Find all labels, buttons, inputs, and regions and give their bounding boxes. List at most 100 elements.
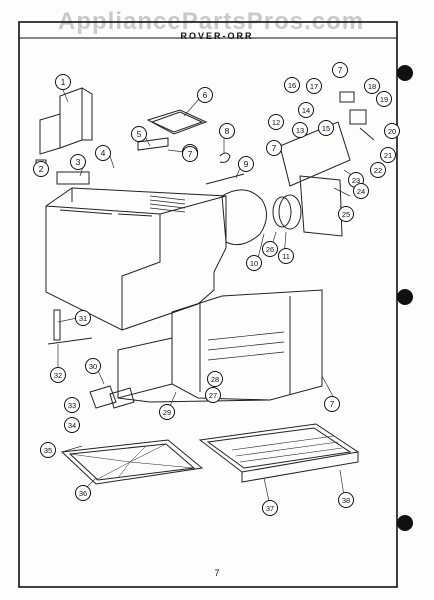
callout-label: 18 xyxy=(368,82,376,91)
callout-label: 13 xyxy=(296,126,304,135)
callout-label: 7 xyxy=(338,65,343,75)
callout-circle xyxy=(75,485,91,501)
callout-29: 29 xyxy=(159,404,175,420)
callout-circle xyxy=(207,371,223,387)
part-6-plate xyxy=(146,109,208,135)
part-33-fan-blade xyxy=(89,385,117,409)
callout-35: 35 xyxy=(40,442,56,458)
callout-6: 6 xyxy=(197,87,213,103)
callout-circle xyxy=(266,140,282,156)
callout-circle xyxy=(55,74,71,90)
callout-label: 12 xyxy=(272,118,280,127)
outer-frame xyxy=(18,21,398,588)
part-36-drip-tray xyxy=(60,439,204,485)
callout-label: 4 xyxy=(101,148,106,158)
callout-label: 34 xyxy=(68,421,76,430)
callout-circle xyxy=(131,126,147,142)
callout-37: 37 xyxy=(262,500,278,516)
callout-label: 28 xyxy=(211,375,219,384)
callout-circle xyxy=(338,492,354,508)
callout-circle xyxy=(33,161,49,177)
callout-20: 20 xyxy=(384,123,400,139)
part-9-rod xyxy=(205,173,245,185)
callout-label: 27 xyxy=(209,391,217,400)
callout-label: 37 xyxy=(266,504,274,513)
callout-label: 35 xyxy=(44,446,52,455)
callout-label: 32 xyxy=(54,371,62,380)
callout-label: 33 xyxy=(68,401,76,410)
callout-circle xyxy=(384,123,400,139)
callout-19: 19 xyxy=(376,91,392,107)
callout-circle xyxy=(64,397,80,413)
callout-circle xyxy=(298,102,314,118)
callout-label: 22 xyxy=(374,166,382,175)
callout-7: 7 xyxy=(324,396,340,412)
callout-circle xyxy=(85,358,101,374)
part-37-broiler-pan xyxy=(198,423,360,473)
callout-circle xyxy=(353,183,369,199)
callout-label: 20 xyxy=(388,127,396,136)
callout-label: 2 xyxy=(39,164,44,174)
callout-circle xyxy=(318,120,334,136)
callout-circle xyxy=(268,114,284,130)
callout-28: 28 xyxy=(207,371,223,387)
part-25-motor-bracket xyxy=(299,175,343,237)
binder-hole-middle xyxy=(397,289,413,305)
callout-17: 17 xyxy=(306,78,322,94)
callout-circle xyxy=(284,77,300,93)
part-3-terminal xyxy=(56,171,90,185)
callout-16: 16 xyxy=(284,77,300,93)
callout-38: 38 xyxy=(338,492,354,508)
callout-label: 26 xyxy=(266,245,274,254)
callout-label: 19 xyxy=(380,95,388,104)
callout-33: 33 xyxy=(64,397,80,413)
callout-7: 7 xyxy=(332,62,348,78)
callout-label: 17 xyxy=(310,82,318,91)
callout-25: 25 xyxy=(338,206,354,222)
callout-circle xyxy=(95,145,111,161)
part-5-strip xyxy=(137,137,169,151)
callout-circle xyxy=(376,91,392,107)
page-number: 7 xyxy=(214,568,220,578)
callout-label: 8 xyxy=(225,126,230,136)
callout-label: 7 xyxy=(272,143,277,153)
callout-7: 7 xyxy=(182,146,198,162)
callout-34: 34 xyxy=(64,417,80,433)
parts-line-art xyxy=(35,87,375,485)
part-8-clip xyxy=(219,152,231,163)
callout-label: 15 xyxy=(322,124,330,133)
callout-label: 7 xyxy=(188,149,193,159)
callout-label: 29 xyxy=(163,408,171,417)
part-31-side-strip xyxy=(53,309,61,341)
part-24-mount-plate xyxy=(279,121,351,187)
oven-cabinet xyxy=(45,187,227,331)
callout-18: 18 xyxy=(364,78,380,94)
part-18-switch xyxy=(339,91,355,103)
callout-label: 30 xyxy=(89,362,97,371)
callout-circle xyxy=(219,123,235,139)
callout-22: 22 xyxy=(370,162,386,178)
part-32-rail xyxy=(47,337,93,345)
callout-circle xyxy=(306,78,322,94)
callout-5: 5 xyxy=(131,126,147,142)
callout-label: 31 xyxy=(79,314,87,323)
callout-circle xyxy=(332,62,348,78)
callout-21: 21 xyxy=(380,147,396,163)
callout-36: 36 xyxy=(75,485,91,501)
binder-hole-top xyxy=(397,65,413,81)
callout-circle xyxy=(40,442,56,458)
callout-circle xyxy=(278,248,294,264)
callout-24: 24 xyxy=(353,183,369,199)
callout-circle xyxy=(262,500,278,516)
callout-label: 5 xyxy=(137,129,142,139)
callout-26: 26 xyxy=(262,241,278,257)
callout-label: 25 xyxy=(342,210,350,219)
callout-8: 8 xyxy=(219,123,235,139)
part-11-blower-wheel xyxy=(278,194,302,230)
part-20-screw xyxy=(359,127,375,141)
callout-15: 15 xyxy=(318,120,334,136)
callout-10: 10 xyxy=(246,255,262,271)
callout-circle xyxy=(364,78,380,94)
